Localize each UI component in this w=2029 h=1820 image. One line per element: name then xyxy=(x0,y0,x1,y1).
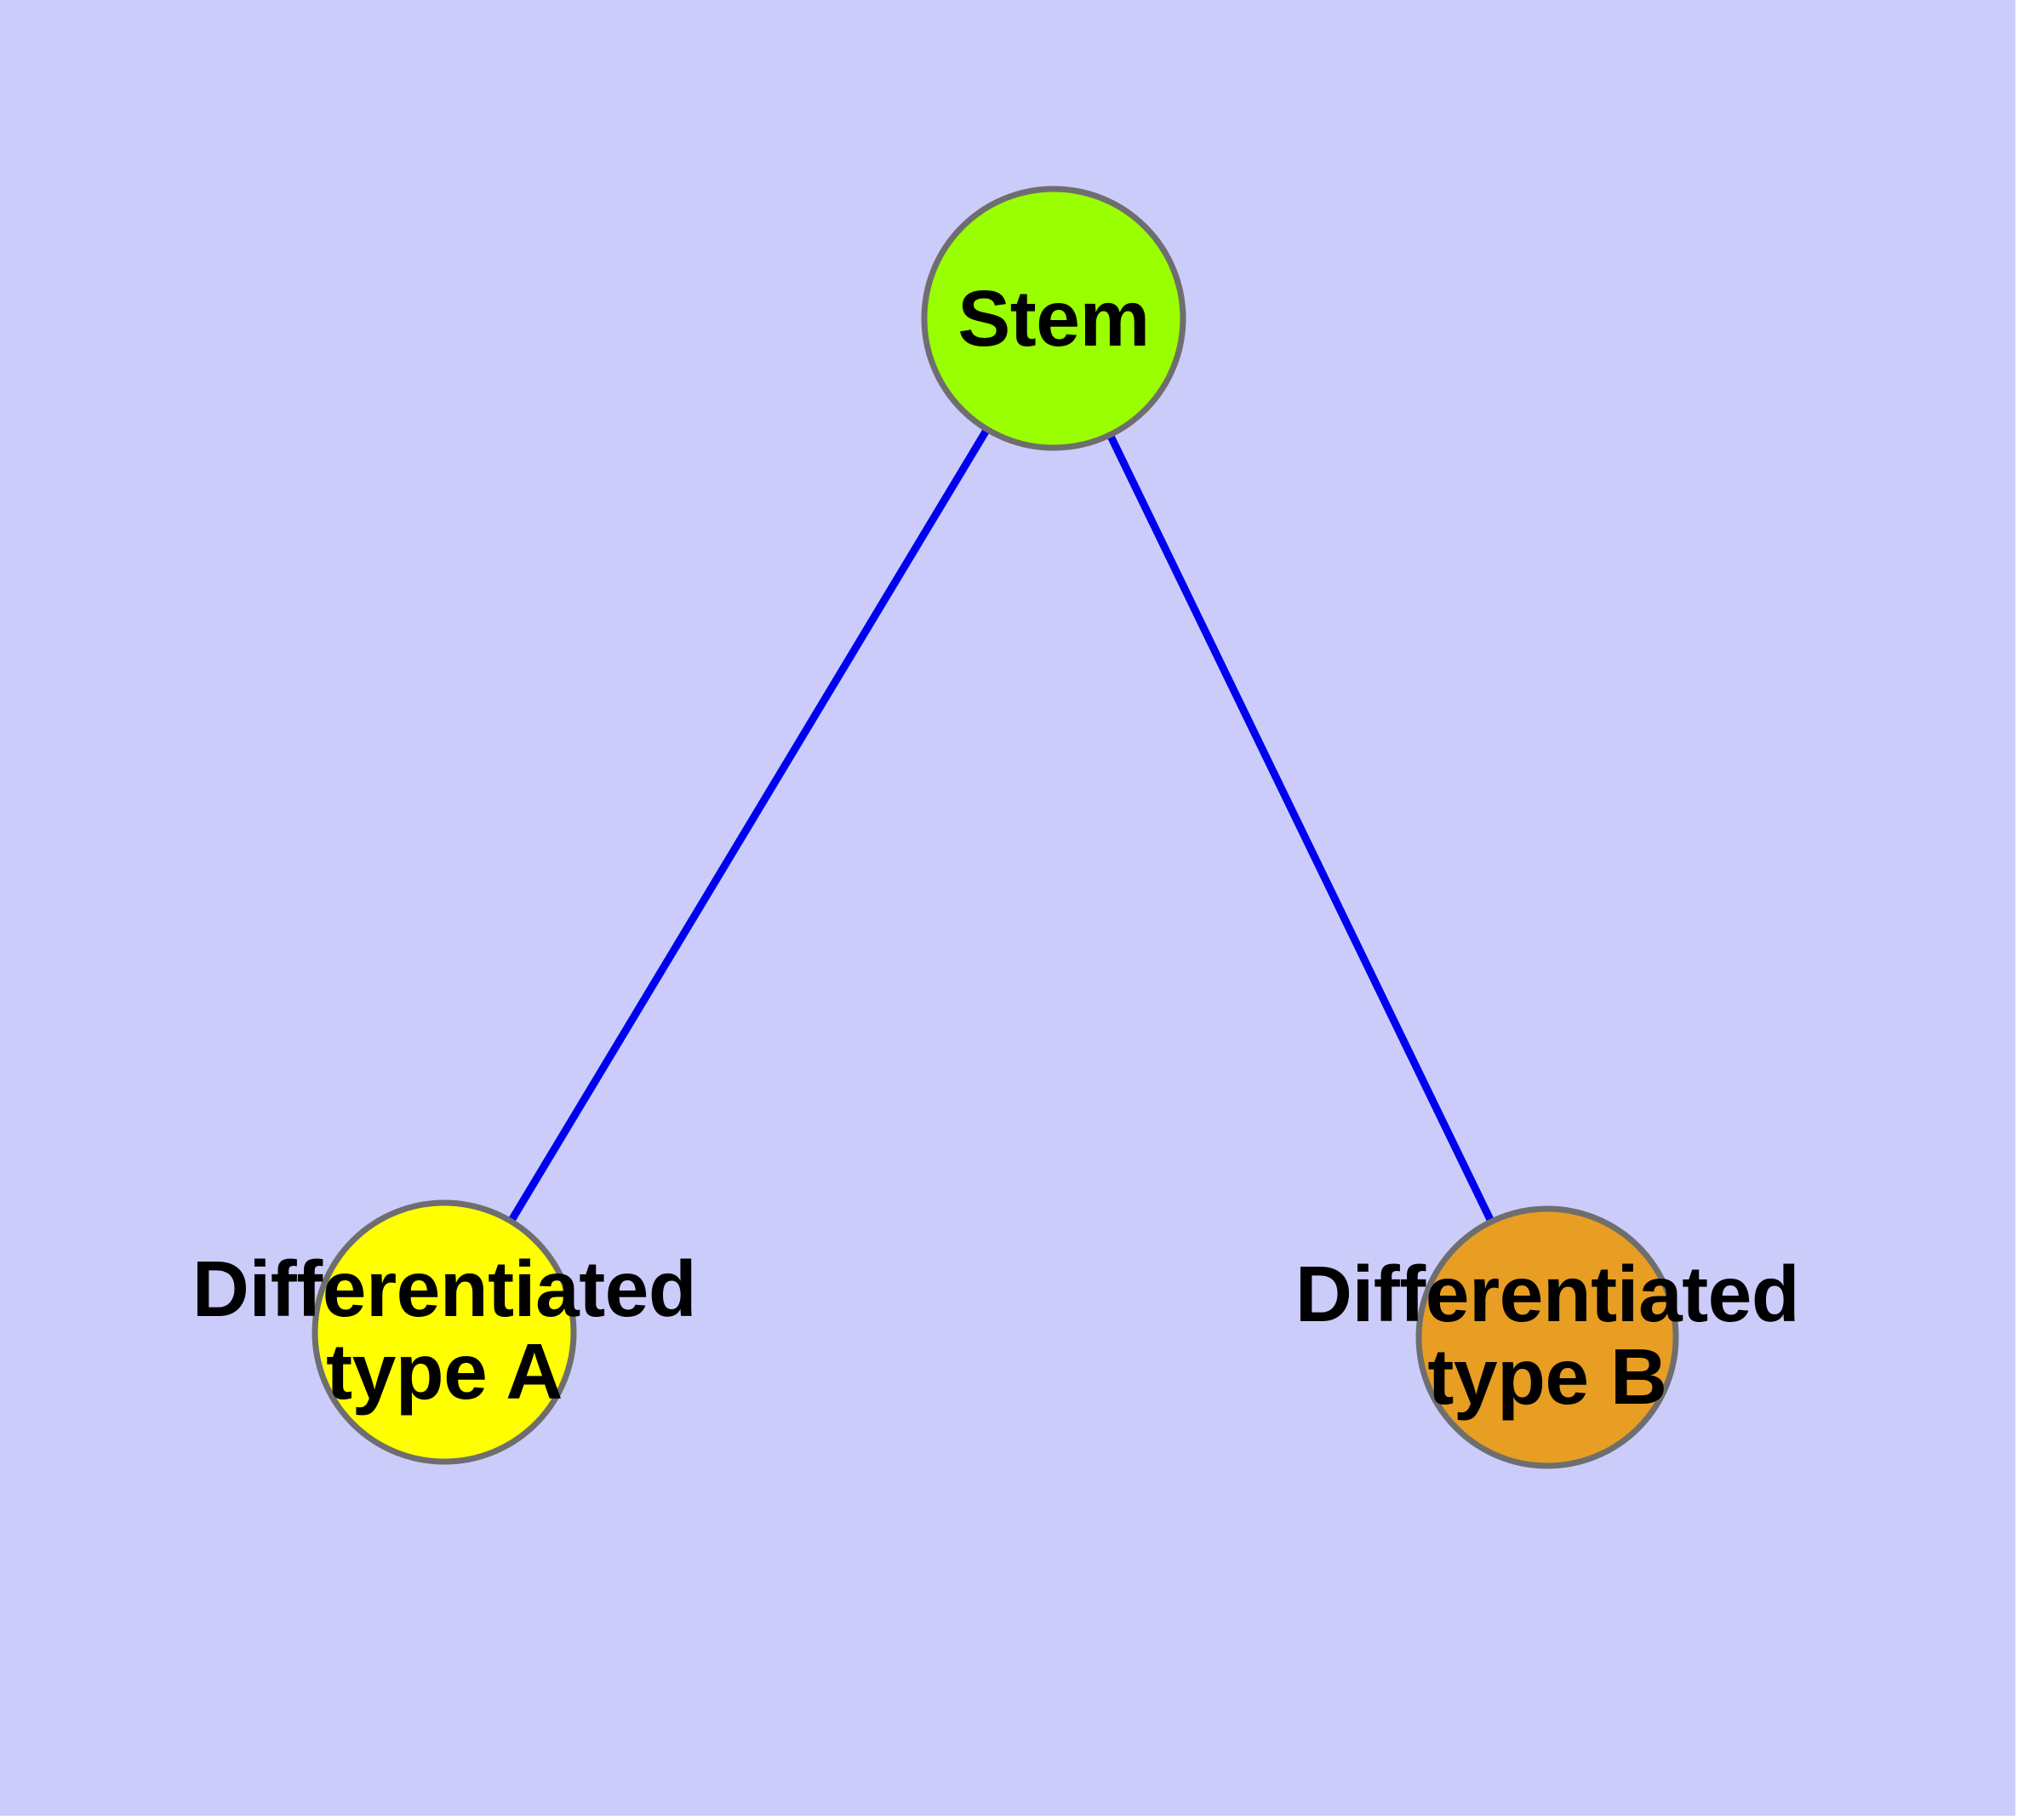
edge-stem-to-diff-b xyxy=(1049,317,1552,1339)
node-diff-b-circle[interactable] xyxy=(1415,1205,1679,1469)
node-diff-a-circle[interactable] xyxy=(311,1199,577,1465)
edge-stem-to-diff-a xyxy=(441,316,1057,1335)
edges-layer xyxy=(441,316,1552,1339)
node-stem-circle[interactable] xyxy=(921,186,1186,451)
nodes-layer xyxy=(311,186,1679,1469)
